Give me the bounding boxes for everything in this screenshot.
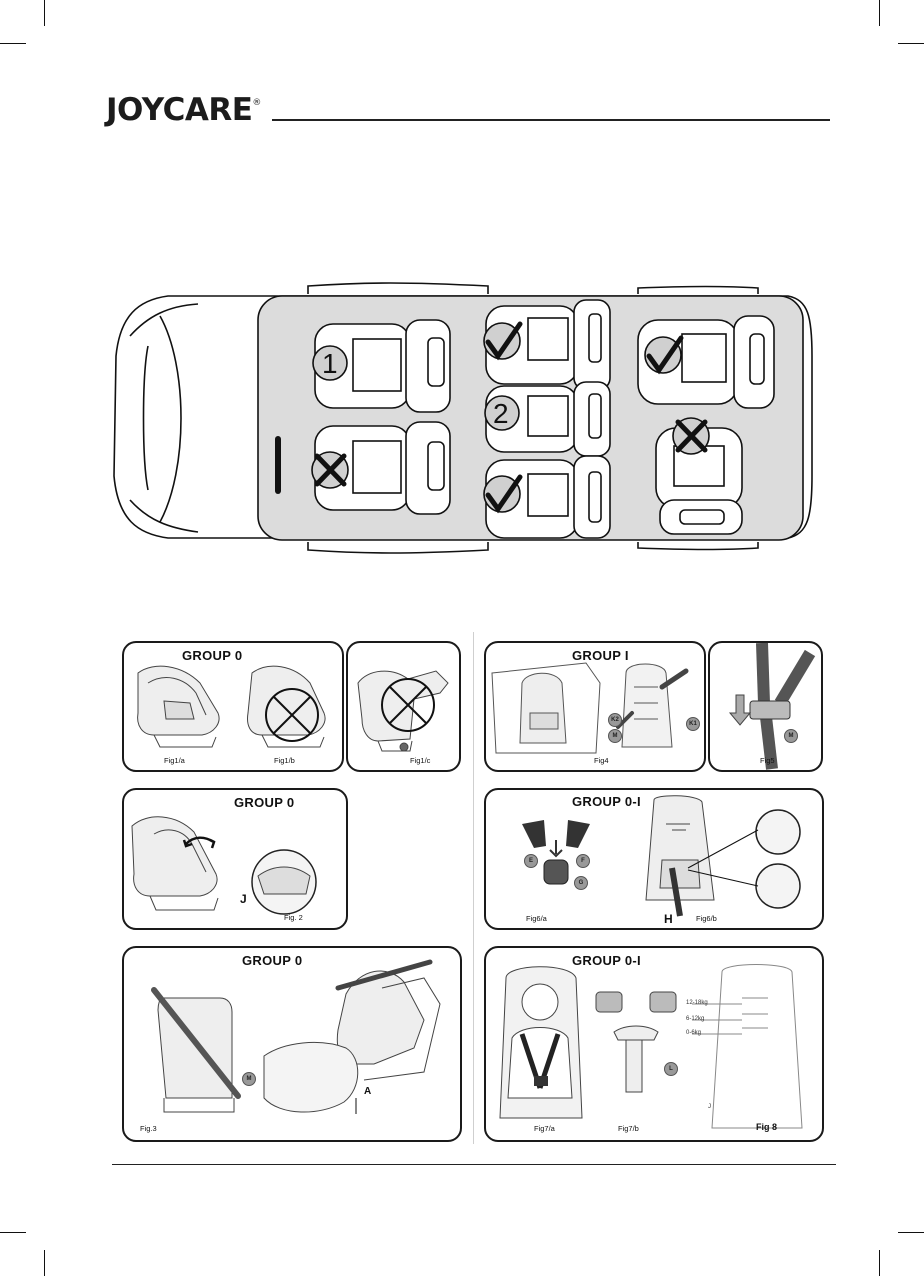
label-e: E: [524, 854, 538, 868]
label-f: F: [576, 854, 590, 868]
label-h: H: [664, 912, 673, 926]
panel-title: GROUP 0: [182, 648, 242, 663]
panel-group0-fig3: GROUP 0 M A Fig.3: [122, 946, 462, 1142]
crop-mark: [44, 1250, 45, 1276]
row2-number: 2: [493, 398, 509, 429]
panel-group01-fig6: GROUP 0-I E F G H Fig6/a Fig6/b: [484, 788, 824, 930]
panel-fig1c: Fig1/c: [346, 641, 461, 772]
label-l: L: [664, 1062, 678, 1076]
caption-fig3: Fig.3: [140, 1124, 157, 1133]
panel-title: GROUP I: [572, 648, 629, 663]
caption-fig8: Fig 8: [756, 1122, 777, 1132]
panel-fig5: M Fig5: [708, 641, 823, 772]
check-mark: [484, 323, 520, 359]
caption-fig1a: Fig1/a: [164, 756, 185, 765]
caption-fig6a: Fig6/a: [526, 914, 547, 923]
caption-fig2: Fig. 2: [284, 913, 303, 922]
crop-mark: [0, 1232, 26, 1233]
caption-fig4: Fig4: [594, 756, 609, 765]
label-k1: K1: [686, 717, 700, 731]
panel-title: GROUP 0-I: [572, 953, 641, 968]
height-label-12-18kg: 12-18kg: [686, 1000, 708, 1006]
cross-mark: [673, 418, 709, 454]
label-m: M: [784, 729, 798, 743]
height-label-0-6kg: 0-6kg: [686, 1030, 701, 1036]
header-rule: [272, 119, 830, 121]
footer-rule: [112, 1164, 836, 1165]
car-seat-position-diagram: 1 2: [108, 276, 816, 560]
fig1c-illustration: [348, 643, 459, 770]
panel-title: GROUP 0-I: [572, 794, 641, 809]
cross-mark: [312, 452, 348, 488]
crop-mark: [879, 0, 880, 26]
row1-number: 1: [322, 348, 338, 379]
column-divider: [473, 632, 474, 1144]
label-j: J: [240, 892, 247, 906]
brand-logo: JOYCARE®: [106, 92, 261, 128]
height-label-6-12kg: 6-12kg: [686, 1016, 704, 1022]
caption-fig5: Fig5: [760, 756, 775, 765]
group0-fig2-illustration: [124, 790, 346, 928]
panel-group1-fig4: GROUP I K2 M K1 Fig4: [484, 641, 706, 772]
panel-title: GROUP 0: [242, 953, 302, 968]
gear-lever: [275, 436, 281, 494]
crop-mark: [44, 0, 45, 26]
caption-fig7a: Fig7/a: [534, 1124, 555, 1133]
panel-group0-fig2: GROUP 0 J Fig. 2: [122, 788, 348, 930]
crop-mark: [898, 43, 924, 44]
panel-group01-fig7-fig8: GROUP 0-I L 12-18kg 6-12kg 0-6kg J Fig7/…: [484, 946, 824, 1142]
label-m: M: [242, 1072, 256, 1086]
group01-fig7-fig8-illustration: [486, 948, 822, 1140]
crop-mark: [0, 43, 26, 44]
label-k2: K2: [608, 713, 622, 727]
caption-fig6b: Fig6/b: [696, 914, 717, 923]
label-m: M: [608, 729, 622, 743]
panel-group0-fig1: GROUP 0 Fig1/a Fig1/b: [122, 641, 344, 772]
fig5-illustration: [710, 643, 821, 770]
check-mark: [484, 476, 520, 512]
label-g: G: [574, 876, 588, 890]
label-a: A: [364, 1086, 371, 1097]
group0-fig3-illustration: [124, 948, 460, 1140]
label-j: J: [708, 1104, 711, 1110]
crop-mark: [898, 1232, 924, 1233]
panel-title: GROUP 0: [234, 795, 294, 810]
caption-fig1b: Fig1/b: [274, 756, 295, 765]
check-mark: [645, 337, 681, 373]
crop-mark: [879, 1250, 880, 1276]
caption-fig7b: Fig7/b: [618, 1124, 639, 1133]
caption-fig1c: Fig1/c: [410, 756, 430, 765]
